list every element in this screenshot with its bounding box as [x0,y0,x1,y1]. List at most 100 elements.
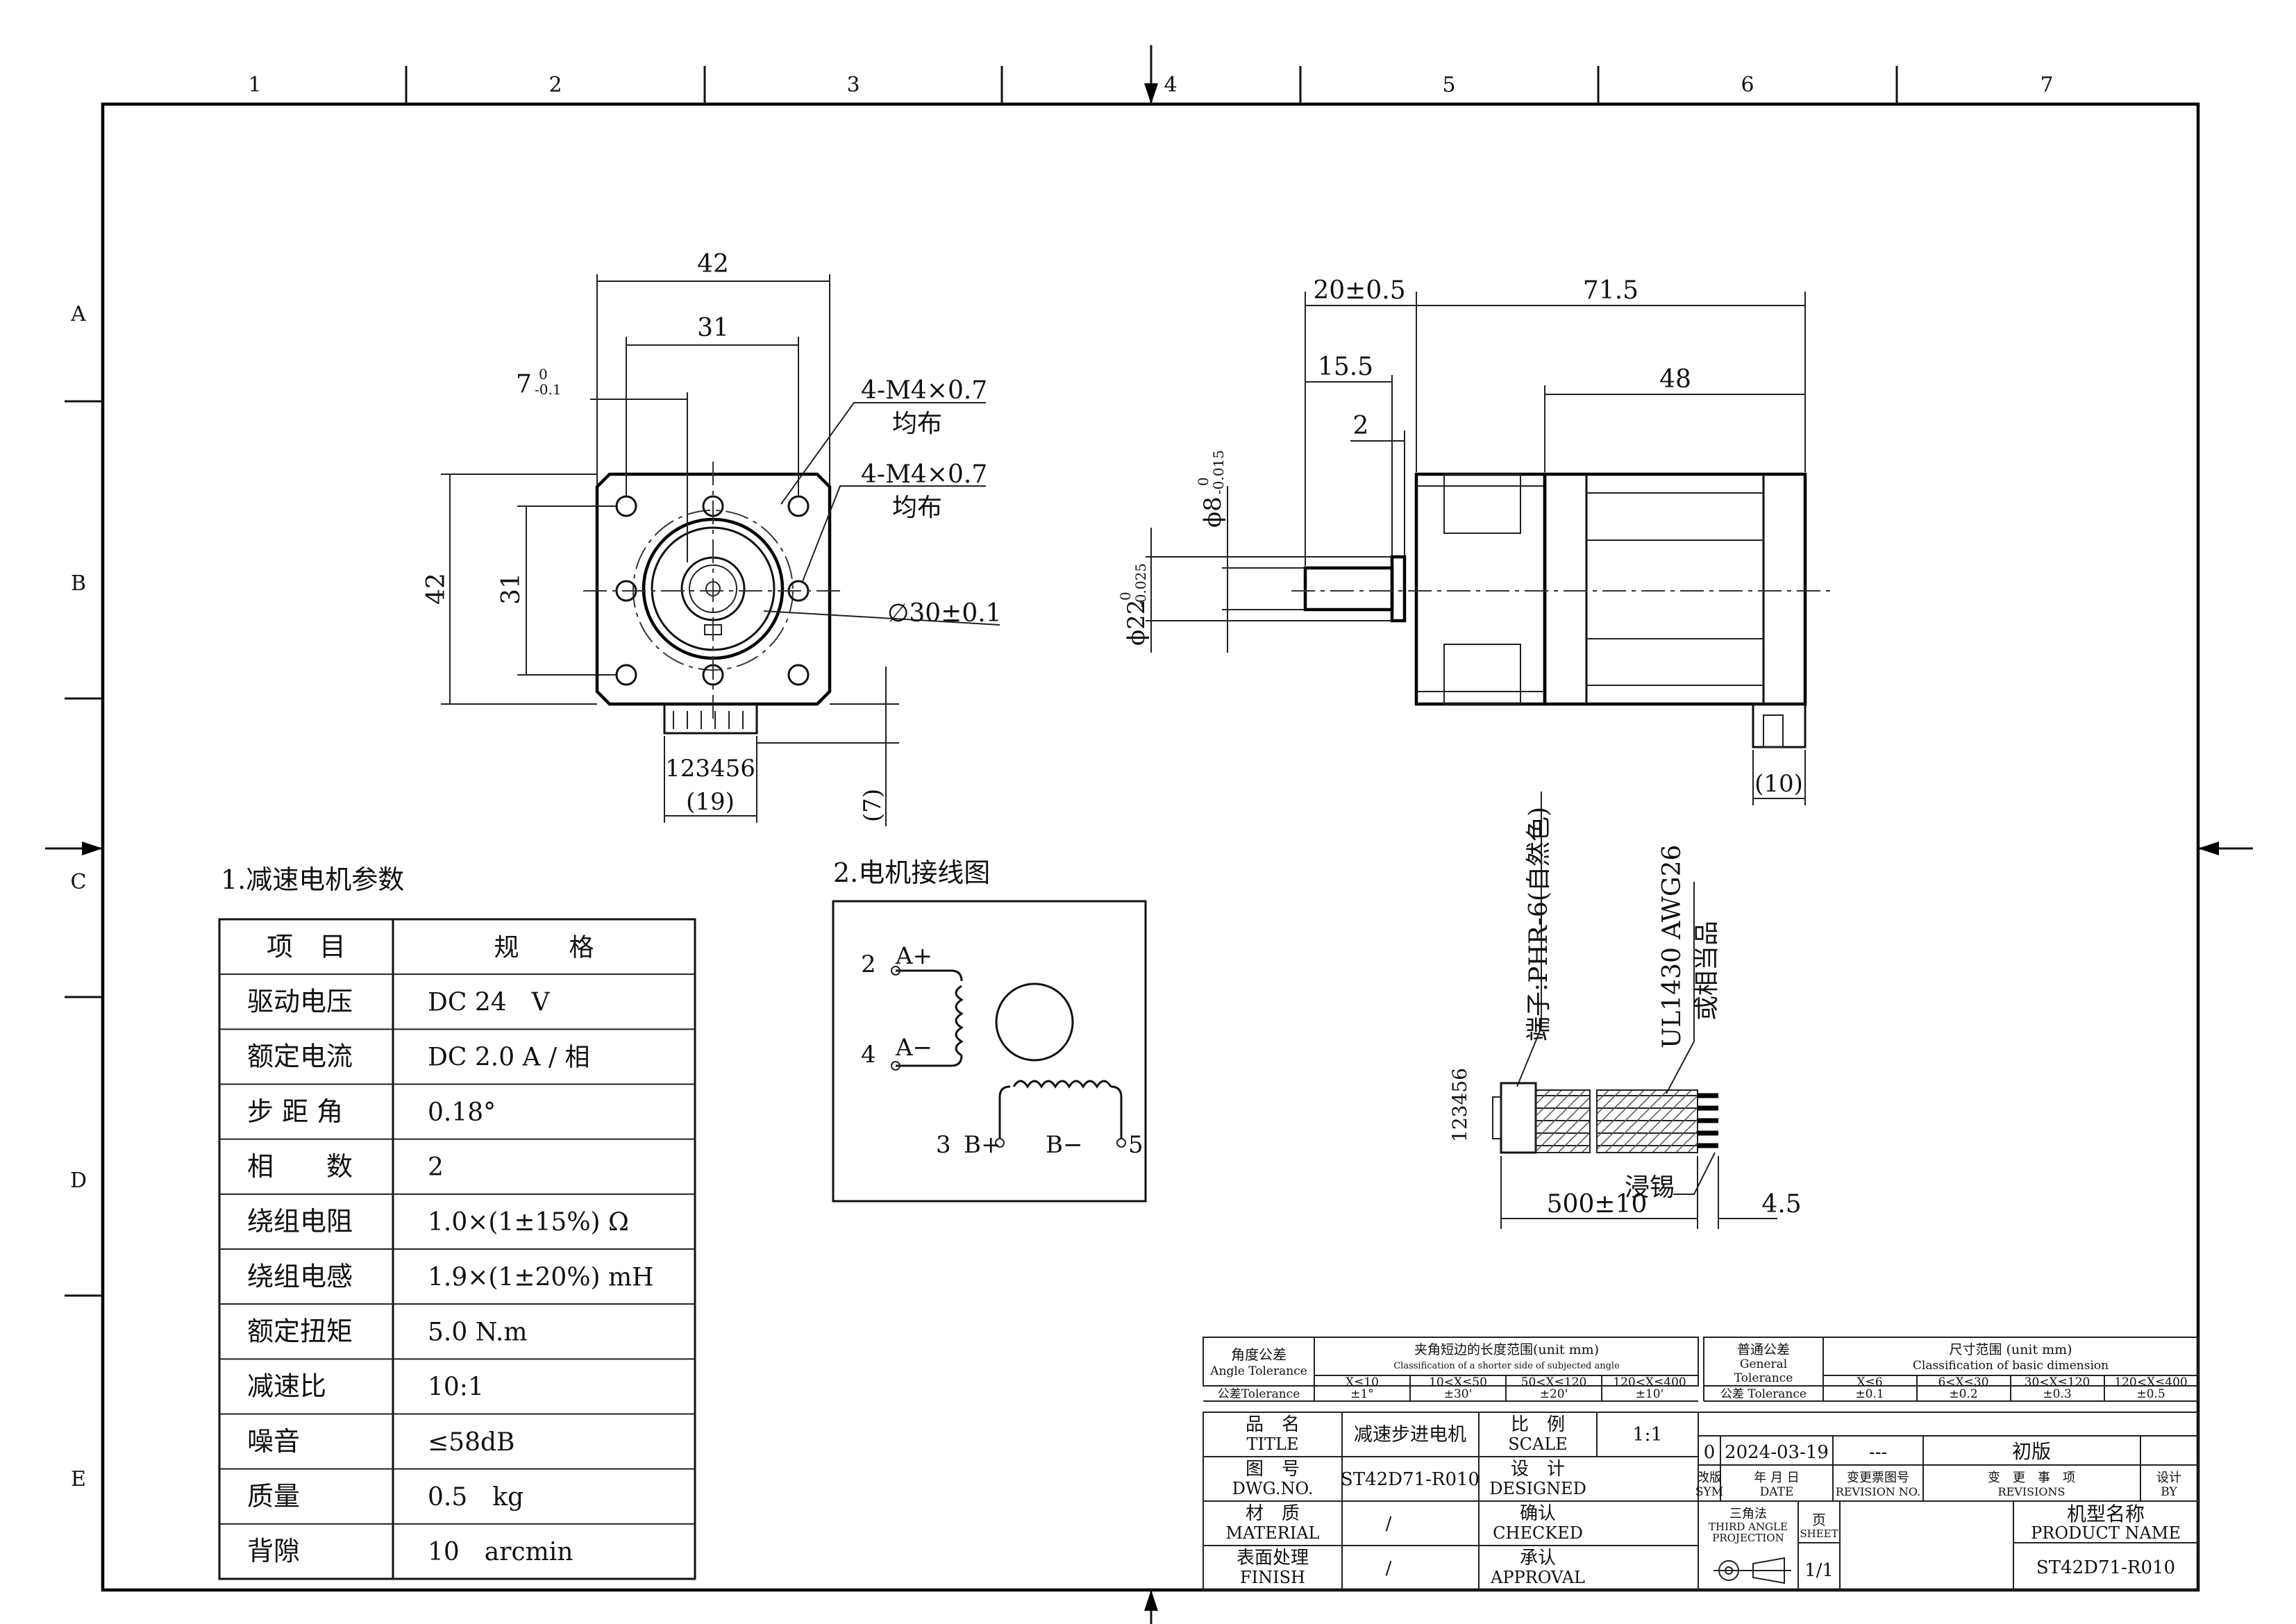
cable-connector [1500,1082,1537,1154]
dim-shaft-dia-tol-lower: -0.015 [1210,450,1227,494]
angle-tol-label: 公差Tolerance [1218,1387,1300,1401]
dim-width-inner: 31 [697,314,729,342]
connector-side [1752,703,1807,748]
dim-cable-length: 500±10 [1547,1190,1648,1219]
rev-no: --- [1869,1442,1887,1463]
material-en: MATERIAL [1226,1523,1320,1543]
dim-height-inner: 31 [497,573,526,605]
dim-shaft-dia-tol-upper: 0 [1195,477,1212,486]
finish-en: FINISH [1240,1568,1305,1587]
center-arrow-top [1144,83,1158,104]
dim-shaft-flat: 15.5 [1318,353,1373,381]
col-label: 3 [846,73,860,97]
scale-en: SCALE [1508,1434,1568,1454]
angle-range: 10<X≤50 [1429,1375,1487,1389]
shaft-outline [689,564,737,613]
param-value: 0.18° [428,1098,496,1127]
coil-b [998,1080,1123,1139]
front-view: 42 31 7 0 -0.1 42 31 4-M4×0.7 均布 4-M4×0.… [422,250,1002,826]
dim-width-outer: 42 [697,250,729,278]
dim-connector-depth: (7) [859,789,887,822]
col-label: 1 [248,73,261,97]
param-name: 相 数 [247,1151,353,1182]
param-value: 2 [428,1153,444,1182]
scale-cn: 比 例 [1511,1414,1565,1435]
proj-en2: PROJECTION [1712,1532,1784,1544]
param-value: 5.0 N.m [428,1318,527,1346]
by-en: BY [2161,1485,2177,1499]
callout-holes-1-sub: 均布 [892,410,942,438]
callout-holes-2: 4-M4×0.7 [861,460,987,489]
designed-cn: 设 计 [1511,1459,1565,1480]
dim-connector-width: (19) [686,788,735,816]
title-cn: 品 名 [1246,1414,1300,1435]
product-cn: 机型名称 [2067,1502,2145,1525]
center-arrow-left [82,842,103,855]
param-value: 1.9×(1±20%) mH [428,1263,654,1291]
dim-shaft-dia: ϕ8 [1199,496,1227,528]
callout-holes-2-sub: 均布 [892,494,942,522]
rotor-symbol [995,982,1074,1062]
center-arrow-bottom [1144,1590,1158,1611]
dwg-cn: 图 号 [1246,1459,1300,1480]
border [101,102,2200,1592]
wire-label-1: UL1430 AWG26 [1658,845,1686,1048]
gen-tol-en1: General [1740,1357,1787,1371]
sheet-en: SHEET [1800,1527,1838,1540]
date-cn: 年 月 日 [1754,1471,1799,1485]
connector-front [663,703,758,735]
coil-a [896,969,964,1067]
dim-boss-dia-tol-upper: 0 [1117,592,1134,601]
table-header: 项 目 [267,931,346,962]
material-cn: 材 质 [1246,1503,1300,1524]
revs-en: REVISIONS [1998,1485,2065,1498]
pin-b-minus-num: 5 [1128,1131,1143,1159]
dim-boss-dia: ϕ22 [1123,600,1150,646]
dim-boss-dia-tol-lower: -0.025 [1132,563,1149,608]
gen-tol-en2: Tolerance [1734,1371,1793,1385]
cable-connector-pins: 123456 [1448,1068,1471,1142]
col-label: 2 [548,73,562,97]
product-value: ST42D71-R010 [2036,1557,2175,1578]
gearbox [1414,472,1547,706]
sym-cn: 改版 [1697,1471,1722,1485]
dim-value: ±0.3 [2043,1387,2071,1401]
dim-range: 120<X≤400 [2114,1375,2188,1389]
checked-cn: 确认 [1520,1503,1556,1524]
dim-class-cn: 尺寸范围 (unit mm) [1949,1342,2072,1357]
tin-label: 浸锡 [1625,1173,1675,1202]
dim-range: 30<X≤120 [2025,1375,2090,1389]
angle-value: ±30' [1444,1387,1473,1401]
callout-holes-1: 4-M4×0.7 [861,376,987,405]
row-label: D [70,1169,87,1193]
revs-cn: 变 更 事 项 [1988,1471,2075,1485]
finish-value: / [1386,1558,1392,1579]
param-value: 1.0×(1±15%) Ω [428,1208,629,1237]
pin-b-minus: B− [1046,1131,1082,1159]
gen-tol-cn: 普通公差 [1737,1342,1790,1357]
row-label: E [71,1467,86,1491]
pin-a-minus: A− [895,1034,932,1062]
product-en: PRODUCT NAME [2031,1523,2181,1543]
param-name: 噪音 [247,1426,300,1457]
date-en: DATE [1760,1485,1794,1499]
rev-desc: 初版 [2012,1440,2051,1463]
dim-connector-height: (10) [1754,770,1803,798]
angle-tol-cn: 角度公差 [1231,1346,1287,1363]
dim-flat-tol-upper: 0 [539,366,548,383]
dim-pcd: ∅30±0.1 [887,599,1002,628]
shaft [1303,566,1394,612]
param-name: 驱动电压 [247,986,353,1016]
pin-b-plus-num: 3 [936,1131,951,1159]
param-name: 背隙 [247,1536,300,1566]
angle-range: 120<X≤400 [1613,1375,1686,1389]
rev-sym: 0 [1704,1442,1716,1463]
angle-range: X≤10 [1346,1375,1379,1389]
param-name: 质量 [247,1481,300,1512]
projection-symbol [1713,1557,1791,1584]
revno-cn: 变更票图号 [1847,1471,1909,1485]
proj-cn: 三角法 [1729,1507,1767,1521]
param-name: 绕组电感 [247,1261,353,1291]
